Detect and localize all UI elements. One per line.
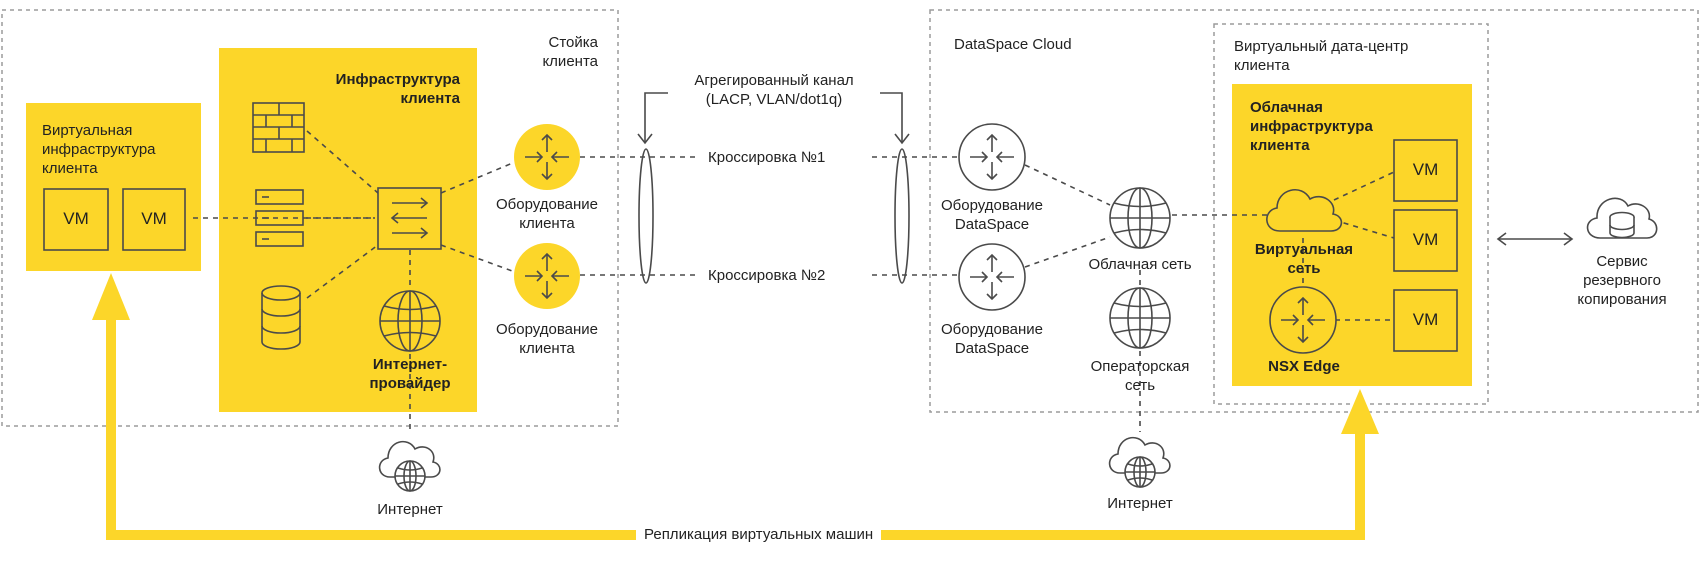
virtual-dc-title: Виртуальный дата-центр клиента (1234, 37, 1408, 75)
connection-lines (193, 130, 1395, 434)
dataspace-router-top-bg (958, 123, 1026, 191)
vm-box-right-1 (1393, 139, 1458, 202)
dataspace-equipment-bottom-line1: Оборудование (940, 321, 1044, 338)
backup-service-line2: резервного (1583, 272, 1661, 289)
switch-icon (377, 187, 442, 250)
virtual-network-line1: Виртуальная (1254, 241, 1354, 258)
server-icon (255, 189, 304, 247)
cloud-network-label: Облачная сеть (1088, 256, 1192, 273)
customer-equipment-top-line2: клиента (519, 215, 575, 232)
database-icon (261, 285, 301, 350)
dataspace-router-bottom-bg (958, 243, 1026, 311)
vm-box-right-2 (1393, 209, 1458, 272)
isp-label-line1: Интернет- (372, 356, 448, 373)
cloud-infra-label-line1: Облачная (1250, 99, 1323, 116)
vm-label-left-2: VM (141, 209, 167, 228)
isp-label-line2: провайдер (369, 375, 451, 392)
dataspace-equipment-top-line2: DataSpace (954, 216, 1030, 233)
cloud-infra-label-line3: клиента (1250, 137, 1310, 154)
virtual-dc-title-line1: Виртуальный дата-центр (1234, 38, 1409, 55)
dataspace-equipment-top-line1: Оборудование (940, 197, 1044, 214)
virtual-infra-label-line2: инфраструктура (42, 141, 156, 158)
backup-service-label: Сервис резервного копирования (1560, 252, 1684, 309)
internet-left-label: Интернет (377, 501, 443, 518)
backup-cloud-icon (1586, 197, 1658, 239)
vm-label-right-2: VM (1412, 230, 1439, 249)
virtual-dc-title-line2: клиента (1234, 57, 1290, 74)
operator-network-label: Операторская сеть (1070, 357, 1210, 395)
dataspace-equipment-top-label: Оборудование DataSpace (925, 196, 1059, 234)
customer-equipment-bottom-line2: клиента (519, 340, 575, 357)
customer-infra-label: Инфраструктура клиента (300, 70, 460, 108)
lag-ellipse-customer (638, 148, 654, 284)
customer-router-bottom-bg (514, 243, 580, 309)
replication-label: Репликация виртуальных машин (636, 525, 882, 544)
vm-box-right-3 (1393, 289, 1458, 352)
virtual-infra-label-line3: клиента (42, 160, 98, 177)
dataspace-equipment-bottom-line2: DataSpace (954, 340, 1030, 357)
cloud-infra-label: Облачная инфраструктура клиента (1250, 98, 1373, 155)
virtual-network-cloud-icon (1266, 189, 1343, 232)
isp-globe-icon (379, 290, 441, 352)
backup-service-line1: Сервис (1596, 253, 1648, 270)
dataspace-cloud-border (929, 9, 1699, 413)
virtual-network-label: Виртуальная сеть (1244, 240, 1364, 278)
virtual-infra-box (26, 103, 201, 271)
customer-rack-border (1, 9, 619, 427)
cloud-network-globe-icon (1109, 187, 1171, 249)
operator-network-globe-icon (1109, 287, 1171, 349)
internet-cloud-right-icon (1108, 436, 1171, 488)
vm-label-right-3: VM (1412, 310, 1439, 329)
cross-connect-2-label: Кроссировка №2 (700, 266, 834, 285)
vm-label-right-1: VM (1412, 160, 1439, 179)
customer-equipment-top-line1: Оборудование (495, 196, 599, 213)
internet-cloud-left-icon (378, 440, 441, 492)
customer-equipment-bottom-line1: Оборудование (495, 321, 599, 338)
dataspace-equipment-bottom-label: Оборудование DataSpace (925, 320, 1059, 358)
vm-box-left-2 (122, 188, 186, 251)
virtual-dc-border (1213, 23, 1489, 405)
cloud-infra-label-line2: инфраструктура (1250, 118, 1373, 135)
aggregated-link-arrows (637, 92, 910, 145)
cloud-infra-box (1232, 84, 1472, 386)
isp-label: Интернет- провайдер (340, 355, 480, 393)
customer-infra-label-line2: клиента (400, 90, 460, 107)
customer-rack-title-line1: Стойка (548, 34, 599, 51)
operator-network-line1: Операторская (1090, 358, 1190, 375)
virtual-network-line2: сеть (1287, 260, 1321, 277)
firewall-icon (252, 102, 305, 153)
customer-equipment-bottom-label: Оборудование клиента (480, 320, 614, 358)
virtual-infra-label-line1: Виртуальная (42, 122, 133, 139)
backup-sync-arrow (1496, 232, 1574, 246)
customer-equipment-top-label: Оборудование клиента (480, 195, 614, 233)
nsx-edge-router-bg (1269, 286, 1337, 354)
vm-box-left-1 (43, 188, 109, 251)
customer-infra-box (219, 48, 477, 412)
lag-ellipse-dataspace (894, 148, 910, 284)
virtual-infra-label: Виртуальная инфраструктура клиента (42, 121, 156, 178)
internet-right-label: Интернет (1107, 495, 1173, 512)
vm-label-left-1: VM (63, 209, 89, 228)
dataspace-title: DataSpace Cloud (954, 36, 1072, 53)
operator-network-line2: сеть (1124, 377, 1156, 394)
customer-rack-title: Стойка клиента (480, 33, 598, 71)
customer-rack-title-line2: клиента (542, 53, 598, 70)
aggregated-link-line2: (LACP, VLAN/dot1q) (705, 91, 843, 108)
backup-service-line3: копирования (1577, 291, 1667, 308)
nsx-edge-label: NSX Edge (1268, 358, 1340, 375)
aggregated-link-label: Агрегированный канал (LACP, VLAN/dot1q) (674, 71, 874, 109)
cross-connect-1-label: Кроссировка №1 (700, 148, 834, 167)
customer-infra-label-line1: Инфраструктура (335, 71, 460, 88)
customer-router-top-bg (514, 124, 580, 190)
aggregated-link-line1: Агрегированный канал (694, 72, 854, 89)
